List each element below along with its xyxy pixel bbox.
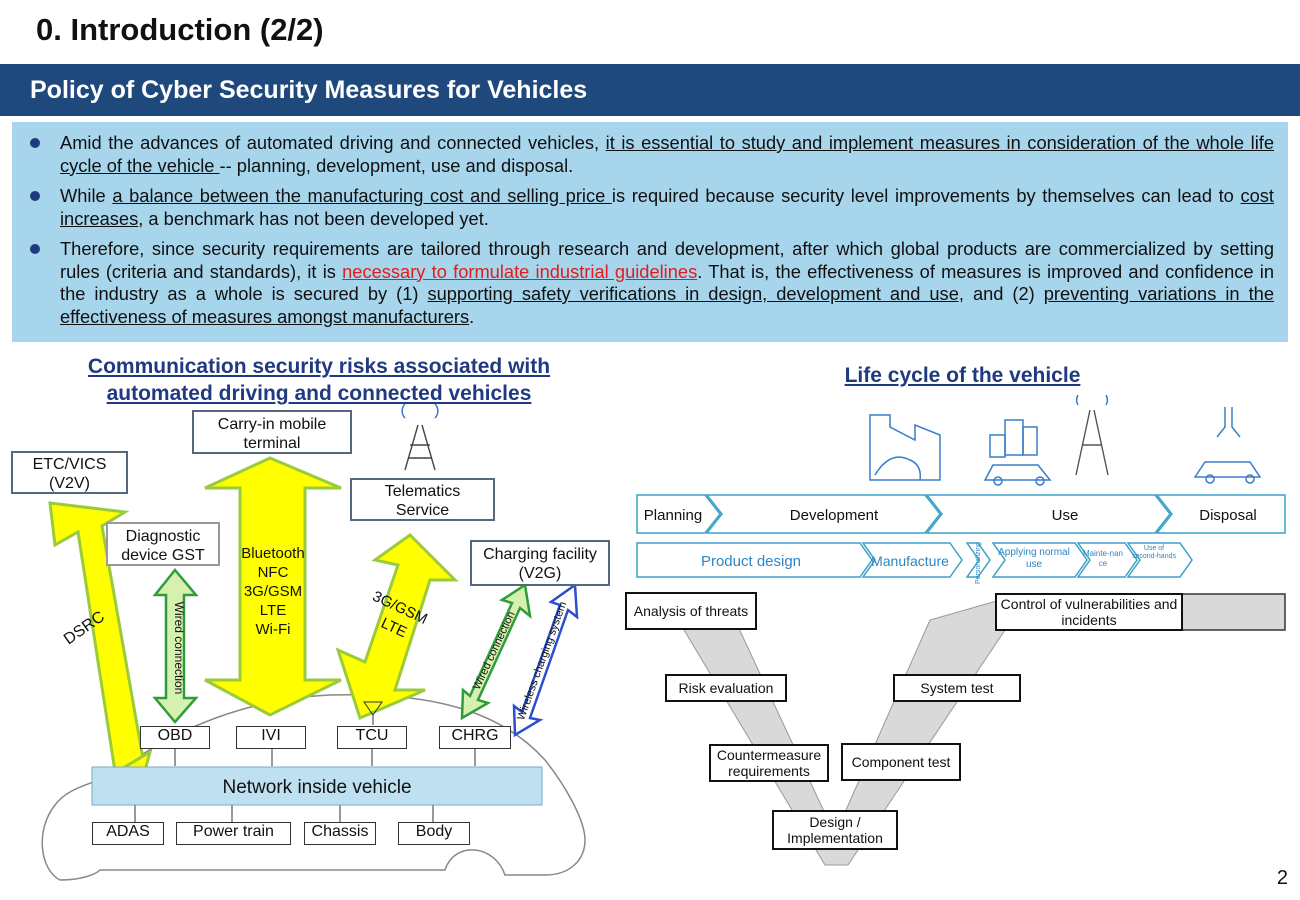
sub-normal-use <box>991 542 1088 578</box>
antenna-icon <box>363 701 383 725</box>
network-box <box>91 766 543 806</box>
stage-use <box>925 494 1171 534</box>
vuln-bar <box>1179 593 1286 631</box>
wired-arrow-1 <box>152 568 199 724</box>
stage-use-label: Use <box>1052 507 1079 524</box>
adas-box: ADAS <box>92 822 164 845</box>
countermeasure-box: Countermeasure requirements <box>709 744 829 782</box>
sub-product-design-label: Product design <box>701 553 801 570</box>
risk-evaluation-box: Risk evaluation <box>665 674 787 702</box>
stage-disposal <box>1155 494 1286 534</box>
sub-personalizing-label: Personalizing <box>975 542 982 584</box>
section-banner: Policy of Cyber Security Measures for Ve… <box>0 64 1300 116</box>
sub-second-hands <box>1126 542 1193 578</box>
summary-box: Amid the advances of automated driving a… <box>12 122 1288 342</box>
bullet-1: Amid the advances of automated driving a… <box>30 132 1274 177</box>
etc-vics-box: ETC/VICS(V2V) <box>11 451 128 494</box>
wired-label-2: Wired connection <box>471 610 518 692</box>
factory-icon <box>869 414 941 481</box>
wired-label-1: Wired connection <box>172 602 186 695</box>
design-implementation-box: Design / Implementation <box>772 810 898 850</box>
scrap-car-icon <box>1193 407 1262 484</box>
wired-arrow-2 <box>460 582 532 721</box>
tower-icon <box>1075 395 1109 476</box>
tower-icon <box>401 403 439 471</box>
right-heading: Life cycle of the vehicle <box>844 364 1081 387</box>
tcu-box: TCU <box>337 726 407 749</box>
sub-manufacture-label: Manufacture <box>871 553 949 569</box>
stage-disposal-label: Disposal <box>1199 507 1257 524</box>
stage-development <box>705 494 941 534</box>
gsm-arrow <box>335 533 459 721</box>
system-test-box: System test <box>893 674 1021 702</box>
analysis-threats-box: Analysis of threats <box>625 592 757 630</box>
stage-planning-label: Planning <box>644 507 702 524</box>
city-car-icon <box>983 419 1052 486</box>
body-box: Body <box>398 822 470 845</box>
sub-product-design <box>636 542 873 578</box>
wireless-label: Wireless charging system <box>515 600 569 722</box>
sub-personalizing <box>965 542 991 578</box>
lifecycle-diagram: Planning Development Use Disposal Produc… <box>636 395 1286 866</box>
network-label: Network inside vehicle <box>222 777 411 798</box>
vulnerabilities-box: Control of vulnerabilities and incidents <box>995 593 1183 631</box>
obd-box: OBD <box>140 726 210 749</box>
chrg-box: CHRG <box>439 726 511 749</box>
bullet-2: While a balance between the manufacturin… <box>30 185 1274 230</box>
v-model-shape <box>677 599 1181 866</box>
bullet-3: Therefore, since security requirements a… <box>30 238 1274 328</box>
page-title: 0. Introduction (2/2) <box>36 12 324 47</box>
bullet-dot-icon <box>30 244 40 254</box>
powertrain-box: Power train <box>176 822 291 845</box>
charging-box: Charging facility(V2G) <box>470 540 610 586</box>
chassis-box: Chassis <box>304 822 376 845</box>
bullet-dot-icon <box>30 138 40 148</box>
sub-normal-use-label: Applying normal use <box>998 547 1070 570</box>
sub-manufacture <box>861 542 963 578</box>
bluetooth-arrow <box>204 456 342 717</box>
sub-maintenance-label: Mainte-nance <box>1082 549 1124 568</box>
stage-planning <box>636 494 721 534</box>
page-number: 2 <box>1276 867 1288 889</box>
stage-development-label: Development <box>790 507 879 524</box>
wireless-arrow <box>512 582 579 738</box>
bullet-dot-icon <box>30 191 40 201</box>
component-test-box: Component test <box>841 743 961 781</box>
ivi-box: IVI <box>236 726 306 749</box>
left-heading: Communication security risks associated … <box>87 355 551 405</box>
sub-maintenance <box>1076 542 1138 578</box>
sub-second-hands-label: Use of second-hands <box>1132 545 1176 560</box>
